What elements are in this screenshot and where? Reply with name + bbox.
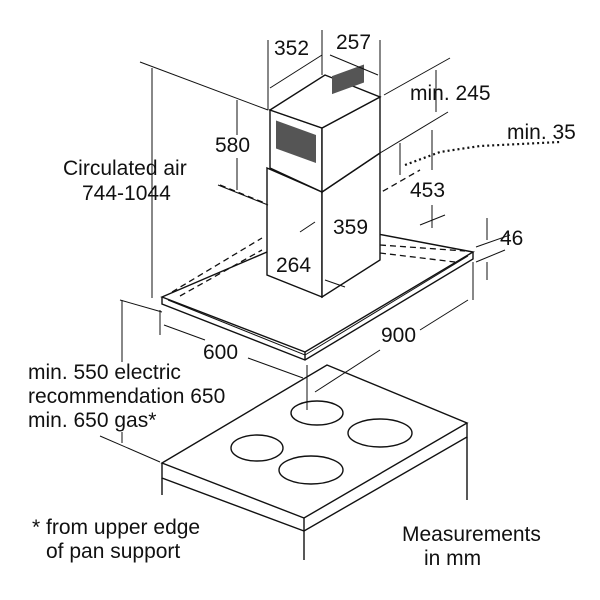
dim-600: 600 [203,341,239,364]
dim-352: 352 [274,37,310,60]
dim-min-35: min. 35 [507,121,576,144]
chimney [266,64,382,299]
circulated-air-label: Circulated air [63,157,187,180]
burner [230,434,284,462]
vent-grille-icon [276,64,364,164]
clearance-gas: min. 650 gas* [28,409,157,432]
burner [290,400,344,426]
units-line: in mm [424,547,482,570]
burner [278,455,344,485]
footnote-line: of pan support [46,540,181,563]
clearance-recommendation: recommendation 650 [28,385,226,408]
dim-453: 453 [410,179,446,202]
dim-46: 46 [500,227,524,250]
units-line: Measurements [402,523,541,546]
dim-257: 257 [336,31,372,54]
hob [160,364,469,560]
clearance-electric: min. 550 electric [28,361,181,384]
dimension-lines [99,30,511,463]
min-35-guide [404,140,561,167]
footnote-line: * from upper edge [32,516,201,539]
dim-580: 580 [215,134,251,157]
burner [347,418,413,448]
dim-min-245: min. 245 [410,82,491,105]
circulated-air-range: 744-1044 [82,182,171,205]
dim-900: 900 [381,324,417,347]
dim-264: 264 [276,254,312,277]
dim-359: 359 [333,216,369,239]
